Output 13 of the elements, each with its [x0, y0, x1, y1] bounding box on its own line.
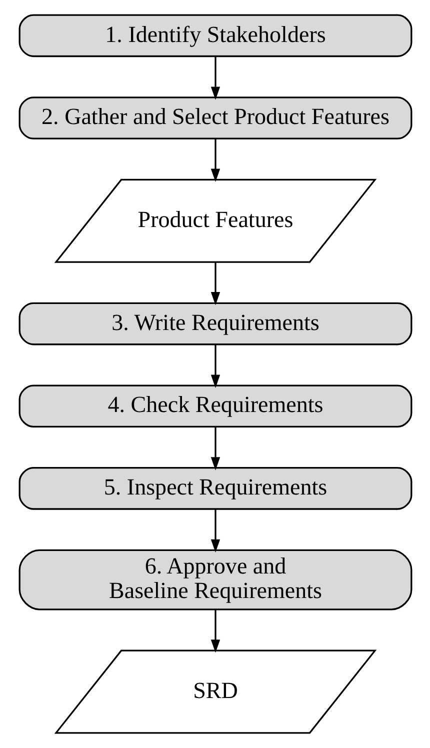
arrow	[210, 56, 220, 100]
node-box: 6. Approve and Baseline Requirements	[18, 549, 412, 610]
arrow	[210, 509, 220, 553]
arrow	[210, 262, 220, 306]
arrow	[210, 610, 220, 653]
node-box: 4. Check Requirements	[18, 384, 412, 428]
node-box: 1. Identify Stakeholders	[18, 14, 412, 58]
node-box: 2. Gather and Select Product Features	[18, 96, 412, 140]
arrow	[210, 426, 220, 470]
node-box: 5. Inspect Requirements	[18, 467, 412, 510]
node-box: 3. Write Requirements	[18, 302, 412, 346]
arrow	[210, 344, 220, 388]
arrow	[210, 138, 220, 182]
